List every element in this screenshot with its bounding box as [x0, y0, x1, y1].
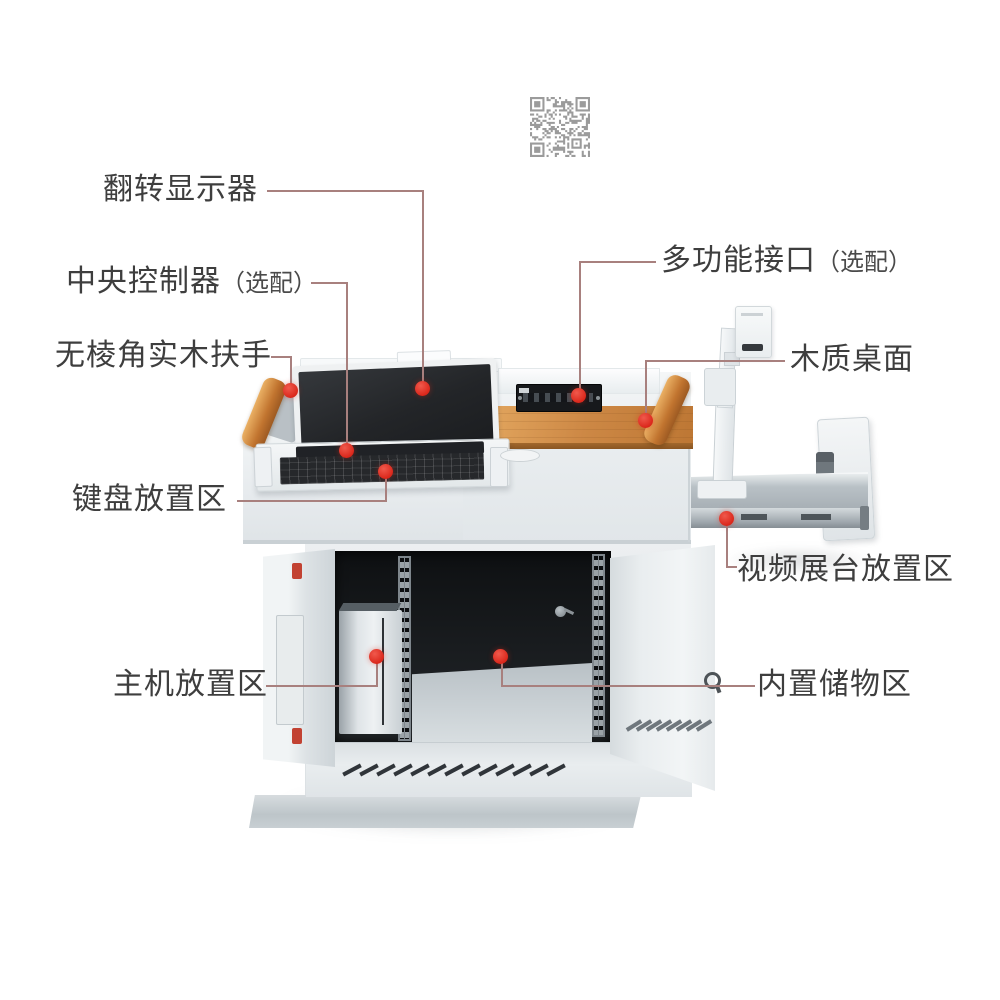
leader-line	[385, 475, 387, 502]
desk-body-bottom-edge	[243, 540, 691, 544]
label-host-area: 主机放置区	[113, 668, 268, 701]
label-central-controller: 中央控制器（选配）	[66, 265, 317, 298]
leader-line	[271, 356, 292, 358]
desk-body-side-seam	[688, 444, 690, 542]
leader-line	[646, 360, 785, 362]
camera-lens	[742, 344, 763, 351]
door-vent-slits	[625, 700, 713, 750]
label-storage: 内置储物区	[757, 668, 912, 701]
leader-line	[311, 282, 348, 284]
marker-dot-wood-desktop	[638, 413, 653, 428]
leader-line	[266, 685, 378, 687]
leader-line	[579, 261, 656, 263]
camera-arm-base	[697, 480, 747, 499]
leader-line	[726, 566, 737, 568]
leader-line	[501, 660, 503, 687]
marker-dot-ports	[571, 388, 586, 403]
door-key-in-lock	[704, 672, 721, 689]
leader-line	[267, 190, 424, 192]
left-door-groove	[276, 615, 304, 725]
marker-dot-keyboard-area	[378, 464, 393, 479]
panel-screw	[518, 396, 522, 400]
marker-dot-camera-tray	[719, 511, 734, 526]
marker-dot-armrest	[283, 383, 298, 398]
tray-shadow	[690, 540, 905, 580]
rail-detail	[741, 514, 767, 520]
camera-arm-elbow	[704, 368, 736, 406]
marker-dot-storage	[493, 649, 508, 664]
rail-detail	[801, 514, 831, 520]
leader-line	[579, 261, 581, 391]
multi-function-port-panel	[516, 384, 602, 412]
marker-dot-central-controller	[339, 443, 354, 458]
label-wood-desktop: 木质桌面	[790, 343, 914, 376]
tray-slide-rail	[691, 508, 869, 528]
label-ports: 多功能接口（选配）	[661, 244, 912, 277]
door-hinge-bottom	[292, 728, 302, 744]
marker-dot-host-area	[369, 649, 384, 664]
leader-line	[726, 523, 728, 568]
cabinet-door-right	[610, 545, 715, 791]
leader-line	[645, 360, 647, 416]
base-plinth	[249, 795, 641, 828]
leader-line	[422, 190, 424, 389]
leader-line	[237, 500, 387, 502]
leader-line	[502, 685, 755, 687]
label-keyboard-area: 键盘放置区	[72, 483, 227, 516]
mouse-dome	[500, 449, 540, 462]
base-vent-slits	[342, 757, 578, 783]
tray-bracket-left	[253, 446, 273, 488]
interior-cam-lock	[555, 606, 566, 617]
panel-screw	[596, 396, 600, 400]
rack-rail-right	[592, 554, 605, 737]
door-hinge-top	[292, 563, 302, 579]
label-camera-tray: 视频展台放置区	[737, 553, 954, 586]
rail-end-cap	[860, 506, 869, 530]
leader-line	[290, 356, 292, 387]
marker-dot-flip-monitor	[415, 381, 430, 396]
camera-arm-lower	[712, 397, 736, 491]
leader-line	[376, 660, 378, 687]
pc-tower	[339, 610, 402, 734]
camera-brand-line	[741, 313, 763, 316]
leader-line	[346, 282, 348, 451]
qr-code-image	[530, 97, 590, 157]
label-armrest: 无棱角实木扶手	[55, 339, 272, 372]
label-flip-monitor: 翻转显示器	[103, 173, 258, 206]
